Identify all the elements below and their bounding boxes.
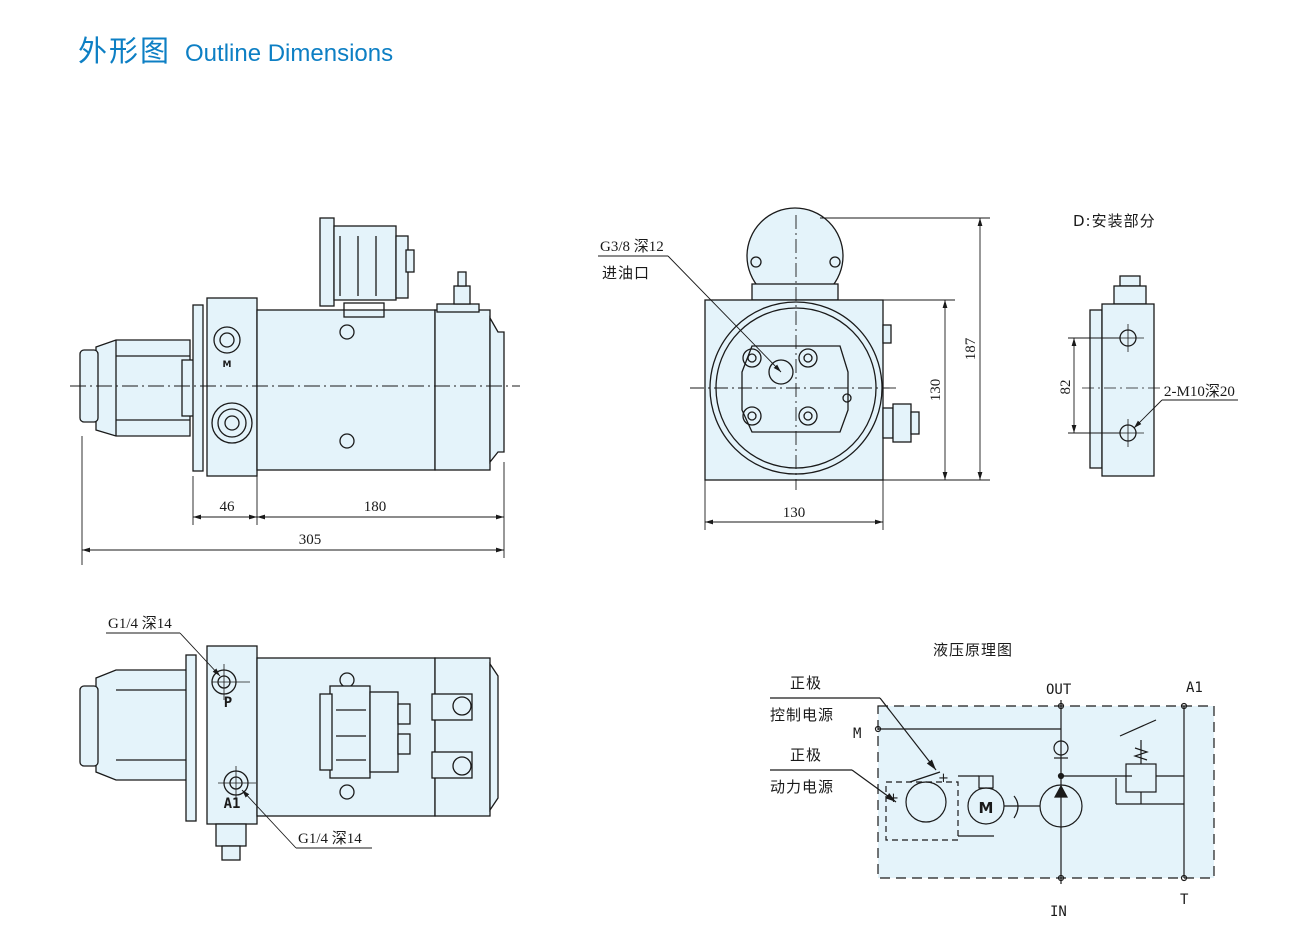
motor-body (256, 309, 436, 471)
port-out-label: OUT (1046, 682, 1072, 698)
bottom-fittings (431, 693, 473, 779)
motor-endcap (434, 309, 491, 471)
front-view: G3/8 深12 进油口 130 130 187 (598, 207, 990, 530)
screw-icon (339, 784, 355, 800)
check-valve-icon (1053, 740, 1069, 756)
solenoid-switch (319, 217, 415, 318)
port-m: M (213, 326, 241, 370)
port-m-label: M (853, 726, 861, 742)
mount-flange (192, 304, 204, 472)
port-m-mark: M (223, 360, 232, 370)
screw-icon (339, 433, 355, 449)
schematic-motor-mark: M (979, 799, 994, 817)
dim-46: 46 (220, 499, 236, 515)
valve-block (206, 297, 258, 477)
bottom-view: P A1 (79, 615, 499, 861)
dim-180: 180 (364, 499, 387, 515)
label-positive-power: 正极 (790, 746, 822, 764)
port-a1-label: A1 (1186, 680, 1203, 696)
breather-plug (436, 271, 480, 313)
screw-icon (339, 324, 355, 340)
pump-face (741, 345, 849, 433)
screw-icon (750, 256, 762, 268)
inlet-port (768, 359, 794, 385)
front-dims (704, 217, 990, 530)
label-control-power: 控制电源 (770, 706, 834, 724)
dim-82: 82 (1058, 380, 1074, 395)
port-t-label: T (1180, 892, 1189, 908)
mount-title: D:安装部分 (1073, 212, 1156, 230)
side-view: M (70, 217, 520, 565)
dim-front-block-height: 130 (928, 379, 944, 402)
front-port-desc: 进油口 (602, 264, 650, 282)
front-port-label: G3/8 深12 (600, 238, 664, 255)
plus-ctrl: + (938, 771, 949, 786)
side-fitting (882, 403, 920, 443)
port-p-mark: P (224, 695, 232, 711)
schematic-title: 液压原理图 (933, 641, 1013, 659)
page-title: 外形图 Outline Dimensions (78, 28, 393, 70)
page-title-cn: 外形图 (78, 34, 172, 68)
bottom-port-top-label: G1/4 深14 (108, 615, 172, 632)
bottom-port-bottom-label: G1/4 深14 (298, 830, 362, 847)
side-dims (81, 436, 505, 565)
dim-305: 305 (299, 532, 322, 548)
dim-front-total-height: 187 (963, 337, 979, 360)
label-positive-ctrl: 正极 (790, 674, 822, 692)
port-in-label: IN (1050, 904, 1067, 920)
port-a1-mark: A1 (224, 796, 241, 812)
dim-front-width: 130 (783, 505, 806, 521)
gear-pump (79, 339, 197, 437)
port-p-fitting (211, 402, 253, 444)
hydraulic-schematic: 液压原理图 M (770, 641, 1215, 920)
label-motor-power: 动力电源 (770, 778, 834, 796)
screw-icon (829, 256, 841, 268)
port-leader (598, 255, 782, 373)
mount-holes-label: 2-M10深20 (1164, 383, 1235, 400)
relief-valve-icon (1115, 719, 1184, 805)
mount-view: D:安装部分 82 2-M10深20 (1058, 212, 1238, 477)
page-title-en: Outline Dimensions (185, 40, 394, 67)
plus-power: + (888, 791, 899, 806)
solenoid-switch-bottom (319, 685, 411, 779)
